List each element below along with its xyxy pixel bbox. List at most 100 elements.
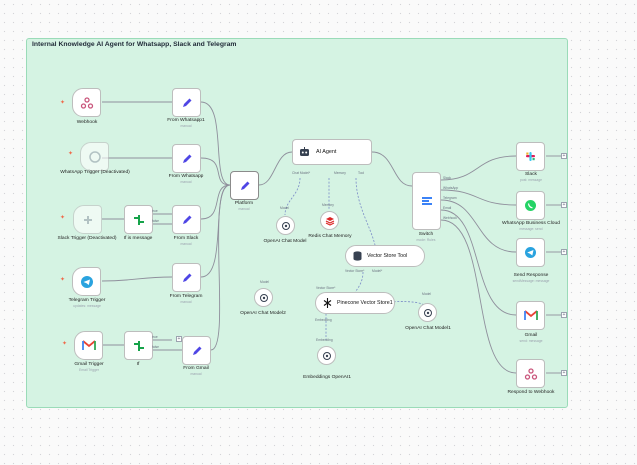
telegram-icon	[80, 275, 93, 288]
from-telegram-label: From Telegram manual	[169, 294, 203, 304]
openai-chat-model1-label: OpenAI Chat Model1	[405, 326, 451, 331]
add-node-plus-icon[interactable]: +	[561, 153, 567, 159]
port-model-label: Model	[260, 280, 269, 284]
from-whatsapp1-label: From Whatsapp1 manual	[167, 118, 205, 128]
whatsapp-icon	[88, 150, 101, 163]
from-gmail-node[interactable]	[182, 336, 211, 365]
openai-icon	[281, 221, 290, 230]
telegram-trigger-label: Telegram Trigger updates: message	[68, 298, 106, 308]
slack-icon	[83, 215, 92, 224]
whatsapp-trigger-node[interactable]	[80, 142, 109, 171]
openai-chat-model2-label: OpenAI Chat Model2	[240, 311, 286, 316]
send-response-label: Send Response sendMessage: message	[512, 273, 550, 283]
trigger-bolt-icon: ✦	[68, 151, 74, 157]
port-chat-model-label: Chat Model*	[292, 171, 311, 175]
add-node-plus-icon[interactable]: +	[561, 312, 567, 318]
port-model-label: Model	[422, 292, 431, 296]
platform-node[interactable]	[230, 171, 259, 200]
openai-chat-model2-node[interactable]	[254, 288, 273, 307]
add-node-plus-icon[interactable]: +	[176, 336, 182, 342]
from-slack-label: From Slack manual	[173, 236, 199, 246]
pencil-icon	[240, 181, 249, 190]
if-node[interactable]	[124, 331, 153, 360]
add-node-plus-icon[interactable]: +	[561, 202, 567, 208]
from-telegram-node[interactable]	[172, 263, 201, 292]
gmail-label: Gmail send: message	[519, 333, 543, 343]
if-message-node[interactable]	[124, 205, 153, 234]
webhook-icon	[524, 367, 537, 380]
port-memory-label: Memory	[322, 203, 334, 207]
from-slack-node[interactable]	[172, 205, 201, 234]
port-model-label: Model	[280, 206, 289, 210]
pencil-icon	[182, 98, 191, 107]
port-false-label: false	[152, 219, 159, 223]
openai-icon	[423, 308, 432, 317]
webhook-label: Webhook	[76, 120, 98, 125]
from-gmail-label: From Gmail manual	[183, 366, 209, 376]
platform-label: Platform manual	[234, 201, 254, 211]
add-node-plus-icon[interactable]: +	[561, 249, 567, 255]
port-embedding-label: Embedding	[316, 338, 333, 342]
webhook-node[interactable]	[72, 88, 101, 117]
respond-webhook-node[interactable]	[516, 359, 545, 388]
port-memory-label: Memory	[334, 171, 346, 175]
slack-trigger-node[interactable]	[73, 205, 102, 234]
vector-store-tool-label: Vector Store Tool	[367, 253, 408, 259]
switch-out-webhook-label: Webhook	[443, 216, 457, 220]
ai-agent-node[interactable]: AI Agent	[292, 139, 372, 165]
telegram-trigger-node[interactable]	[72, 267, 101, 296]
switch-out-telegram-label: Telegram	[443, 196, 457, 200]
from-whatsapp-label: From Whatsapp manual	[168, 174, 204, 184]
slack-label: Slack post: message	[519, 172, 543, 182]
pinecone-vector-store-node[interactable]: Pinecone Vector Store1	[315, 292, 395, 314]
openai-chat-model1-node[interactable]	[418, 303, 437, 322]
gmail-node[interactable]	[516, 301, 545, 330]
add-node-plus-icon[interactable]: +	[561, 370, 567, 376]
from-whatsapp1-node[interactable]	[172, 88, 201, 117]
redis-chat-memory-node[interactable]	[320, 211, 339, 230]
slack-node[interactable]	[516, 142, 545, 171]
whatsapp-business-label: WhatsApp Business Cloud message: send	[502, 221, 560, 231]
pinecone-icon	[323, 298, 332, 308]
switch-icon	[421, 197, 432, 205]
pencil-icon	[182, 154, 191, 163]
if-label: If	[136, 362, 140, 367]
webhook-icon	[80, 96, 93, 109]
slack-trigger-label: Slack Trigger (Deactivated)	[57, 236, 117, 241]
pencil-icon	[182, 273, 191, 282]
trigger-bolt-icon: ✦	[60, 277, 66, 283]
whatsapp-icon	[525, 200, 536, 211]
if-branch-icon	[133, 340, 144, 351]
redis-chat-memory-label: Redis Chat Memory	[308, 234, 352, 239]
trigger-bolt-icon: ✦	[60, 100, 66, 106]
port-vector-store-label: Vector Store*	[345, 269, 365, 273]
port-embedding-label: Embedding	[315, 318, 332, 322]
switch-node[interactable]	[412, 172, 441, 230]
slack-icon	[526, 152, 535, 161]
whatsapp-trigger-label: WhatsApp Trigger (Deactivated)	[60, 170, 130, 175]
sticky-note-group[interactable]	[26, 38, 568, 408]
openai-chat-model-node[interactable]	[276, 216, 295, 235]
ai-agent-label: AI Agent	[316, 149, 337, 155]
port-true-label: true	[152, 209, 158, 213]
robot-icon	[300, 147, 309, 156]
vector-store-tool-node[interactable]: Vector Store Tool	[345, 245, 425, 267]
gmail-trigger-node[interactable]	[74, 331, 103, 360]
group-title: Internal Knowledge AI Agent for Whatsapp…	[32, 41, 237, 48]
switch-out-email-label: Email	[443, 206, 452, 210]
openai-chat-model-label: OpenAI Chat Model	[263, 239, 307, 244]
pencil-icon	[192, 346, 201, 355]
embeddings-openai-label: Embeddings OpenAI1	[303, 375, 351, 380]
whatsapp-business-node[interactable]	[516, 191, 545, 220]
send-response-node[interactable]	[516, 238, 545, 267]
pencil-icon	[182, 215, 191, 224]
database-icon	[353, 251, 362, 261]
if-message-label: If is message	[123, 236, 153, 241]
embeddings-openai-node[interactable]	[317, 346, 336, 365]
pinecone-vector-store-label: Pinecone Vector Store1	[337, 300, 393, 306]
trigger-bolt-icon: ✦	[62, 341, 68, 347]
from-whatsapp-node[interactable]	[172, 144, 201, 173]
port-tool-label: Tool	[358, 171, 365, 175]
